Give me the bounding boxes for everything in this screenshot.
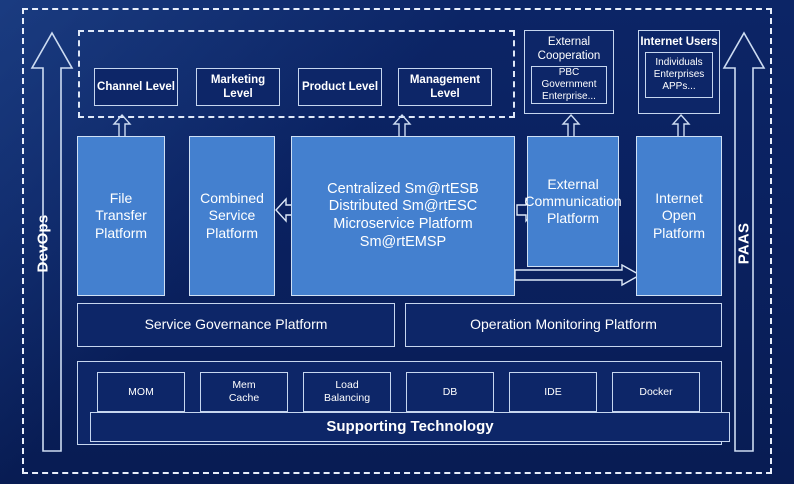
supporting-technology-banner: Supporting Technology	[90, 412, 730, 442]
tech-label: IDE	[544, 385, 562, 398]
internet-users-body: Individuals Enterprises APPs...	[645, 52, 713, 99]
platform-label: Centralized Sm@rtESB Distributed Sm@rtES…	[327, 180, 479, 250]
tech-box-load-balancing[interactable]: Load Balancing	[303, 372, 391, 412]
tech-box-mem-cache[interactable]: Mem Cache	[200, 372, 288, 412]
external-cooperation-title: External Cooperation	[537, 36, 601, 63]
tech-label: Load Balancing	[323, 379, 371, 404]
platform-label: External Communication Platform	[524, 175, 622, 227]
tech-box-mom[interactable]: MOM	[97, 372, 185, 412]
external-cooperation-body: PBC Government Enterprise...	[531, 66, 607, 105]
management-platform-label: Service Governance Platform	[144, 316, 328, 333]
internet-users-title: Internet Users	[640, 36, 718, 48]
tech-label: MOM	[128, 385, 154, 398]
level-label: Marketing Level	[210, 73, 266, 100]
tech-box-db[interactable]: DB	[406, 372, 494, 412]
paas-label: PAAS	[735, 222, 753, 265]
level-box-marketing[interactable]: Marketing Level	[196, 68, 280, 106]
level-box-product[interactable]: Product Level	[298, 68, 382, 106]
tech-label: Docker	[639, 385, 673, 398]
platform-label: File Transfer Platform	[94, 190, 148, 241]
tech-label: DB	[442, 385, 458, 398]
level-label: Product Level	[301, 80, 379, 93]
platform-internet-open[interactable]: Internet Open Platform	[636, 136, 722, 296]
operation-monitoring-platform[interactable]: Operation Monitoring Platform	[405, 303, 722, 347]
level-label: Channel Level	[97, 80, 175, 93]
management-platform-label: Operation Monitoring Platform	[470, 316, 657, 333]
platform-file-transfer[interactable]: File Transfer Platform	[77, 136, 165, 296]
outer-dashed-boundary	[22, 8, 772, 474]
platform-label: Internet Open Platform	[652, 190, 706, 241]
platform-external-communication[interactable]: External Communication Platform	[524, 136, 622, 267]
platform-esb-suite[interactable]: Centralized Sm@rtESB Distributed Sm@rtES…	[291, 136, 515, 296]
external-cooperation-box[interactable]: External Cooperation PBC Government Ente…	[524, 30, 614, 114]
service-governance-platform[interactable]: Service Governance Platform	[77, 303, 395, 347]
platform-label: Combined Service Platform	[200, 190, 264, 241]
devops-label: DevOps	[34, 214, 52, 273]
level-label: Management Level	[409, 73, 481, 100]
internet-users-box[interactable]: Internet Users Individuals Enterprises A…	[638, 30, 720, 114]
platform-combined-service[interactable]: Combined Service Platform	[189, 136, 275, 296]
tech-label: Mem Cache	[228, 379, 260, 404]
tech-box-ide[interactable]: IDE	[509, 372, 597, 412]
level-box-channel[interactable]: Channel Level	[94, 68, 178, 106]
level-box-management[interactable]: Management Level	[398, 68, 492, 106]
supporting-technology-label: Supporting Technology	[326, 417, 494, 435]
business-levels-container	[78, 30, 515, 118]
tech-box-docker[interactable]: Docker	[612, 372, 700, 412]
